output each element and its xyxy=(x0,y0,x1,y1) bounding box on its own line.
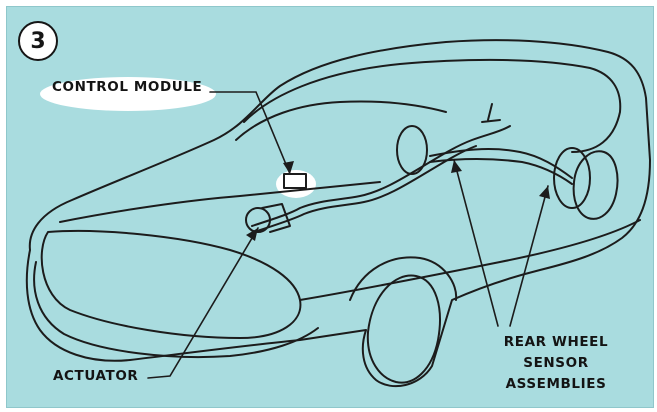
rear-axle-line xyxy=(429,148,573,179)
control-module-label: CONTROL MODULE xyxy=(52,79,203,95)
leader-actuator xyxy=(147,227,259,379)
arrowhead-rear-wheel-right xyxy=(539,186,550,199)
leader-control-module xyxy=(209,91,291,175)
rear-brake-disc-left xyxy=(396,125,428,175)
brake-line-main-2 xyxy=(253,145,477,233)
rear-wheel-label-line-2: SENSOR xyxy=(523,355,589,371)
rear-wheel-sensor-label: REAR WHEEL SENSOR ASSEMBLIES xyxy=(488,332,624,395)
arrowhead-rear-wheel-left xyxy=(451,160,462,173)
rear-axle-line-2 xyxy=(429,158,573,185)
car-body-outline xyxy=(25,39,651,388)
front-grille xyxy=(40,230,302,339)
arrowhead-control-module xyxy=(283,161,294,174)
hood-crease xyxy=(59,181,381,223)
actuator-body xyxy=(261,203,291,233)
control-module-box xyxy=(283,173,307,189)
brake-line-to-junction xyxy=(481,103,501,123)
front-wheel-arch xyxy=(349,256,458,301)
car-roof xyxy=(243,58,622,153)
actuator-drum xyxy=(245,207,271,233)
control-module-label-oval xyxy=(40,77,216,111)
rear-wheel xyxy=(572,150,619,220)
front-bumper xyxy=(33,261,319,358)
rear-brake-disc-right xyxy=(553,147,591,209)
leader-rear-wheel-left xyxy=(453,159,499,327)
rear-wheel-label-line-1: REAR WHEEL xyxy=(503,334,609,350)
front-wheel xyxy=(366,274,441,384)
actuator-label: ACTUATOR xyxy=(53,368,139,384)
body-side-line xyxy=(299,219,641,301)
rear-wheel-label-line-3: ASSEMBLIES xyxy=(505,376,607,392)
arrowhead-actuator xyxy=(246,228,258,241)
figure-number-badge: 3 xyxy=(18,21,58,61)
windshield-line xyxy=(235,100,447,141)
brake-line-main xyxy=(251,125,511,227)
leader-rear-wheel-right xyxy=(509,185,549,327)
